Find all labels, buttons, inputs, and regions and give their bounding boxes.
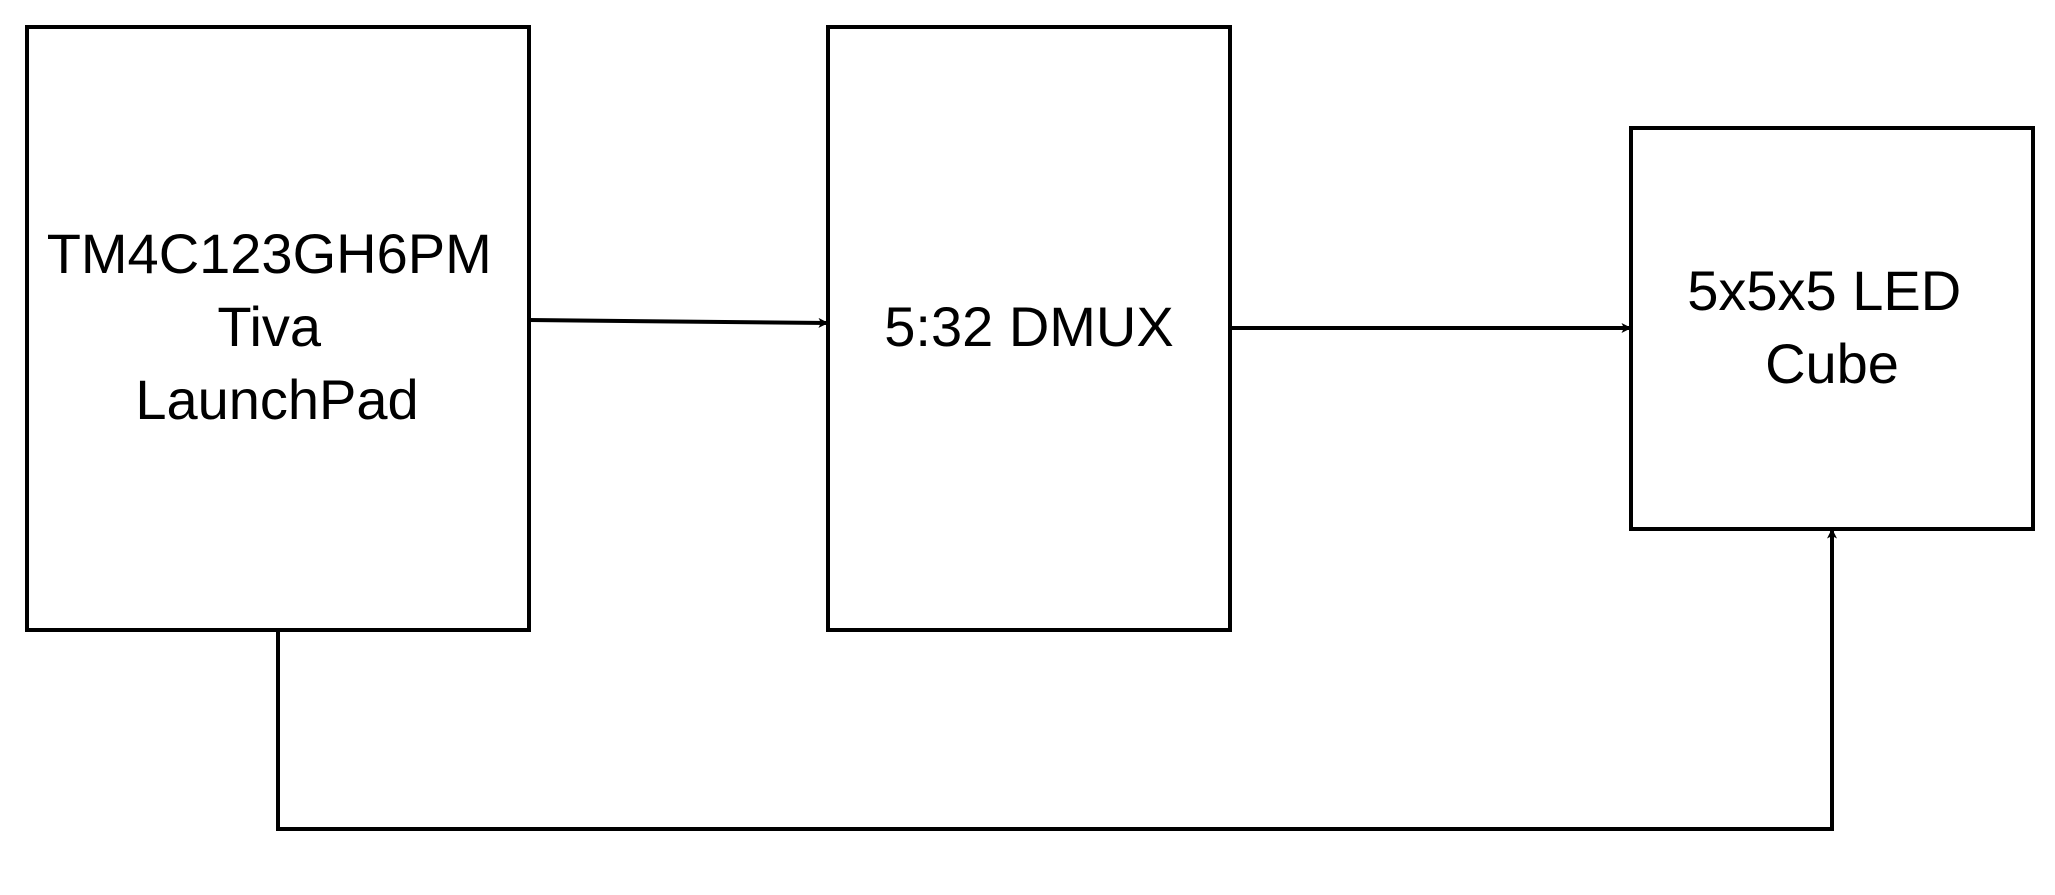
launchpad-label-line-3: LaunchPad bbox=[135, 368, 418, 431]
svg-text:TM4C123GH6PM Tiva: TM4C123GH6PM Tiva LaunchPad bbox=[47, 222, 508, 431]
launchpad-box bbox=[25, 25, 531, 632]
arrow-launchpad-to-dmux bbox=[528, 317, 829, 328]
svg-text:5x5x5 LED Cube: 5x5x5 LED Cube bbox=[1687, 259, 1977, 395]
launchpad-block: TM4C123GH6PM Tiva LaunchPad bbox=[25, 25, 531, 632]
led-cube-label-line-2: Cube bbox=[1765, 332, 1899, 395]
led-cube-box bbox=[1629, 126, 2035, 531]
led-cube-label-line-1: 5x5x5 LED bbox=[1687, 259, 1961, 322]
svg-text:5:32 DMUX: 5:32 DMUX bbox=[884, 295, 1173, 358]
dmux-block: 5:32 DMUX bbox=[826, 25, 1232, 632]
dmux-box bbox=[826, 25, 1232, 632]
dmux-label: 5:32 DMUX bbox=[884, 295, 1173, 358]
launchpad-label-line-1: TM4C123GH6PM bbox=[47, 222, 492, 285]
arrow-launchpad-to-led-cube bbox=[276, 528, 1837, 831]
led-cube-block: 5x5x5 LED Cube bbox=[1629, 126, 2035, 531]
launchpad-label-line-2: Tiva bbox=[217, 295, 322, 358]
